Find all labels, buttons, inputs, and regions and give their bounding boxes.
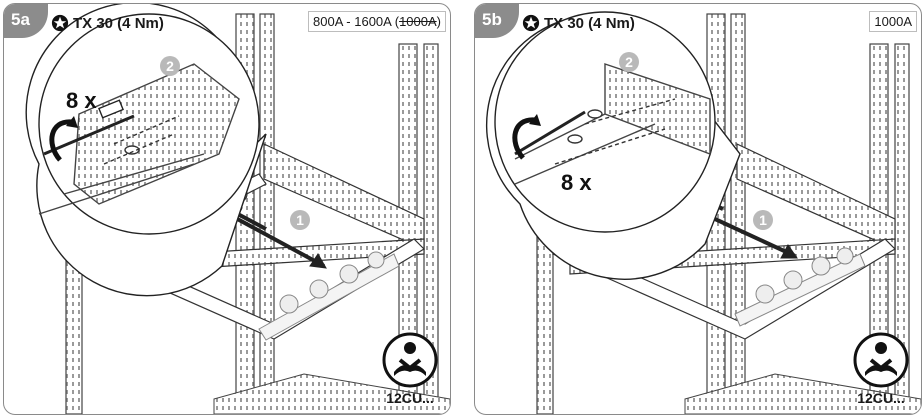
zoom-detail [25,4,267,297]
torx-star-icon [51,14,69,32]
callout-1: 1 [753,210,773,230]
torque-spec: TX 30 (4 Nm) [522,13,635,33]
manual-code: 12CU... [386,390,434,406]
bottom-rails [684,373,921,414]
torque-spec: TX 30 (4 Nm) [51,13,164,33]
manual-code: 12CU... [857,390,905,406]
current-rating: 1000A [869,11,917,32]
read-manual-icon [382,332,438,388]
busbar-support-ghost [734,247,866,327]
step-panel-5a: 5a TX 30 (4 Nm) 800A - 1600A (1000A) 8 x… [3,3,451,415]
screw-quantity: 8 x [561,170,592,195]
callout-2: 2 [619,52,639,72]
callout-1: 1 [290,210,310,230]
rotate-arrow-icon [49,116,78,162]
torque-text: TX 30 (4 Nm) [73,14,164,32]
bottom-rails [213,373,450,414]
rating-value: 1000A [874,14,912,29]
assembly-drawing-5a [25,4,450,414]
rotate-arrow-icon [512,114,541,160]
rating-range: 800A - 1600A ( [313,14,400,29]
rating-excluded: 1000A [399,14,437,29]
screw-quantity: 8 x [66,88,97,113]
manual-reference: 12CU... [851,332,911,406]
torx-star-icon [522,14,540,32]
rating-close: ) [436,14,441,29]
manual-reference: 12CU... [380,332,440,406]
torque-text: TX 30 (4 Nm) [544,14,635,32]
assembly-drawing-5b [485,11,921,414]
busbar-support-ghost [258,251,400,341]
callout-2: 2 [160,56,180,76]
read-manual-icon [853,332,909,388]
step-panel-5b: 5b TX 30 (4 Nm) 1000A 8 x 2 1 12CU... [474,3,922,415]
current-rating: 800A - 1600A (1000A) [308,11,446,32]
zoom-detail [485,11,741,280]
